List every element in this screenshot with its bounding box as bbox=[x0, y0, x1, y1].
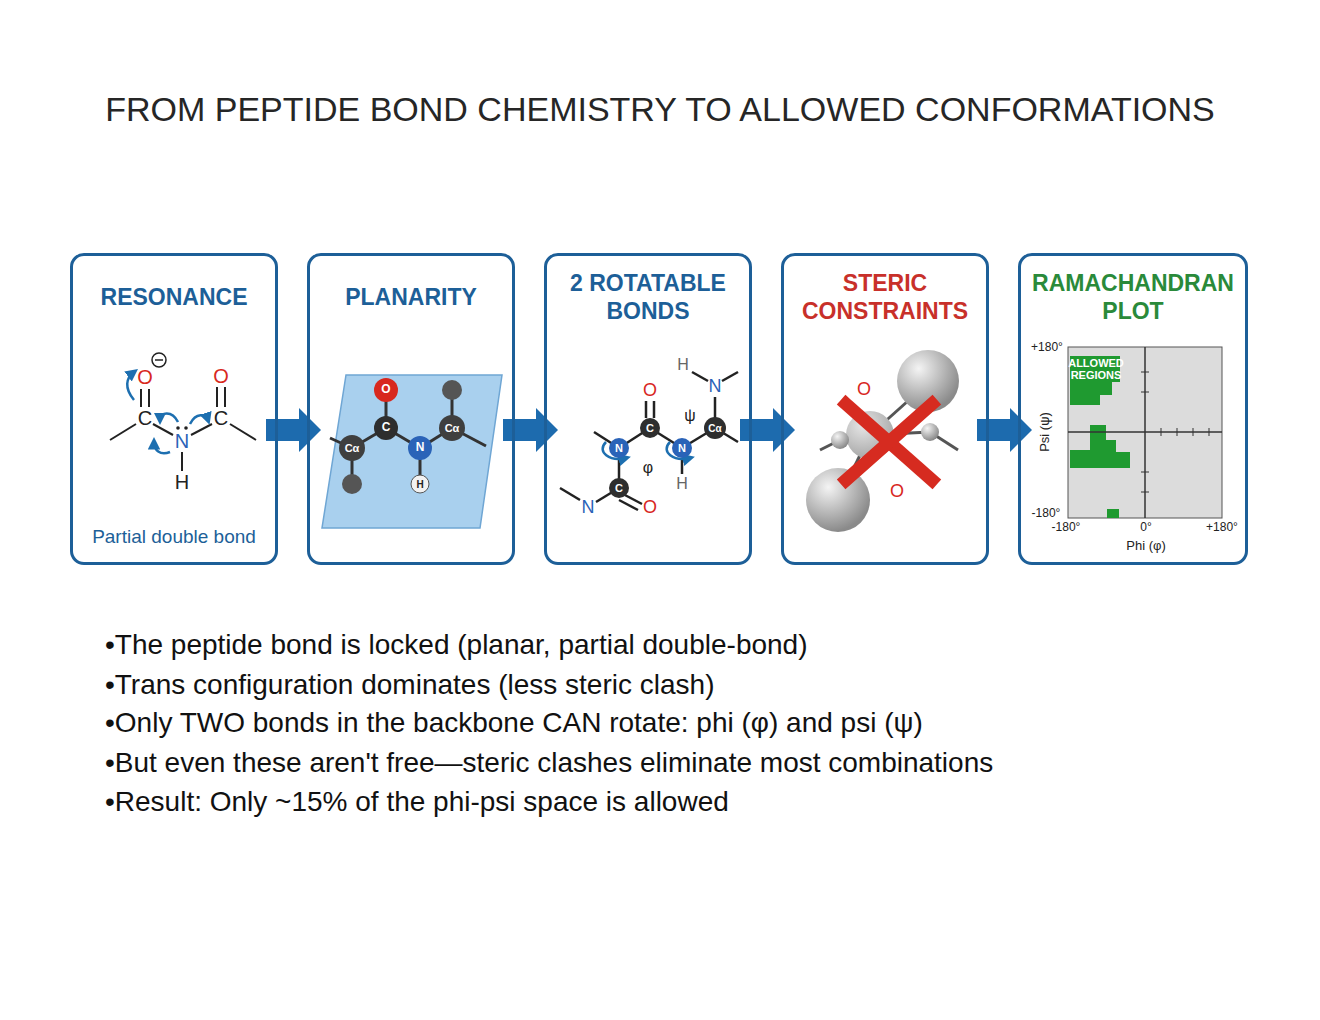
atom-label: N bbox=[709, 377, 722, 397]
step-note: Partial double bond bbox=[79, 526, 269, 548]
atom-label: N bbox=[615, 442, 623, 454]
atom-label: O bbox=[643, 381, 657, 401]
bullet-note: •Only TWO bonds in the backbone CAN rota… bbox=[105, 708, 923, 739]
flow-arrow bbox=[740, 408, 795, 452]
steric-clash bbox=[806, 350, 959, 532]
atom-label: C bbox=[382, 421, 391, 434]
resonance-structure bbox=[110, 353, 256, 471]
plot-label: Psi (ψ) bbox=[1038, 412, 1052, 452]
atom-label: O bbox=[213, 365, 229, 387]
bullet-note: •Result: Only ~15% of the phi-psi space … bbox=[105, 787, 729, 818]
flow-arrow bbox=[266, 408, 321, 452]
atom-label: C bbox=[646, 422, 654, 434]
atom-label: H bbox=[175, 471, 189, 493]
ramachandran-axes bbox=[1068, 347, 1222, 518]
atom-label: Cα bbox=[345, 442, 360, 454]
atom-label: N bbox=[416, 441, 425, 454]
bullet-note: •But even these aren't free—steric clash… bbox=[105, 748, 993, 779]
step-box: 2 ROTATABLE BONDS bbox=[544, 253, 752, 565]
atom-label: N bbox=[582, 498, 595, 518]
atom-label: O bbox=[890, 482, 904, 502]
step-heading: 2 ROTATABLE BONDS bbox=[553, 268, 743, 326]
atom-label: φ bbox=[643, 459, 653, 477]
bullet-note: •Trans configuration dominates (less ste… bbox=[105, 670, 714, 701]
peptide-plane bbox=[322, 375, 502, 528]
plot-label: +180° bbox=[1031, 341, 1063, 354]
atom-label: H bbox=[416, 479, 423, 490]
step-box: STERIC CONSTRAINTS bbox=[781, 253, 989, 565]
diagram-title: FROM PEPTIDE BOND CHEMISTRY TO ALLOWED C… bbox=[0, 90, 1320, 129]
atom-label: C bbox=[615, 482, 623, 494]
bullet-note: •The peptide bond is locked (planar, par… bbox=[105, 630, 808, 661]
step-heading: STERIC CONSTRAINTS bbox=[790, 268, 980, 326]
step-box: RESONANCE Partial double bond bbox=[70, 253, 278, 565]
atom-label: O bbox=[137, 366, 153, 388]
plot-label: -180° bbox=[1032, 507, 1061, 520]
atom-label: N bbox=[678, 442, 686, 454]
atom-label: C bbox=[214, 407, 228, 429]
plot-label: ALLOWED REGIONS bbox=[1068, 357, 1124, 381]
step-box: PLANARITY bbox=[307, 253, 515, 565]
rotatable-backbone bbox=[560, 372, 738, 510]
atom-label: O bbox=[857, 380, 871, 400]
flow-arrow bbox=[977, 408, 1032, 452]
plot-label: Phi (φ) bbox=[1126, 539, 1166, 553]
plot-label: 0° bbox=[1140, 521, 1151, 534]
atom-label: N bbox=[175, 430, 189, 452]
atom-label: Cα bbox=[708, 423, 721, 434]
atom-label: O bbox=[381, 383, 390, 396]
step-heading: RESONANCE bbox=[79, 268, 269, 326]
atom-label: C bbox=[138, 407, 152, 429]
flow-arrow bbox=[503, 408, 558, 452]
step-heading: RAMACHANDRAN PLOT bbox=[1027, 268, 1239, 326]
plot-label: +180° bbox=[1206, 521, 1238, 534]
atom-label: H bbox=[676, 475, 688, 493]
step-heading: PLANARITY bbox=[316, 268, 506, 326]
atom-label: H bbox=[677, 356, 689, 374]
atom-label: O bbox=[643, 498, 657, 518]
atom-label: ψ bbox=[684, 407, 695, 425]
plot-label: -180° bbox=[1052, 521, 1081, 534]
atom-label: Cα bbox=[445, 422, 460, 434]
